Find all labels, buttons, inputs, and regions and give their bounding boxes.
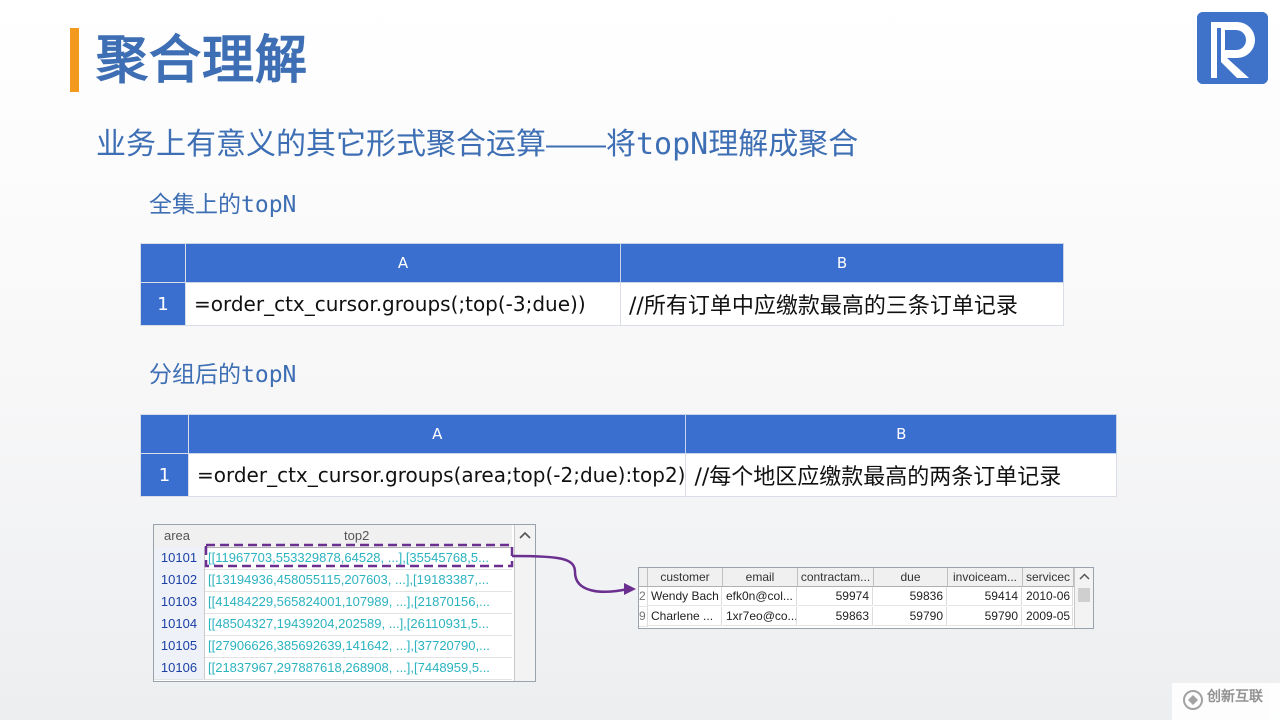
top2-cell[interactable]: [[27906626,385692639,141642, ...],[37720… xyxy=(208,638,490,653)
cell-a1[interactable]: =order_ctx_cursor.groups(area;top(-2;due… xyxy=(187,453,687,497)
row-index: 9 xyxy=(639,607,648,627)
area-cell[interactable]: 10104 xyxy=(154,613,205,635)
watermark: 创新互联 xyxy=(1172,683,1280,720)
vertical-scrollbar[interactable] xyxy=(1074,568,1094,628)
row-header-1[interactable]: 1 xyxy=(140,453,189,497)
section-label-whole-set: 全集上的topN xyxy=(149,188,296,221)
due-cell[interactable]: 59836 xyxy=(874,587,947,606)
expand-arrow xyxy=(511,554,629,593)
customer-cell[interactable]: Wendy Bach xyxy=(648,587,722,606)
scrollbar-thumb[interactable] xyxy=(1078,588,1090,602)
subtitle: 业务上有意义的其它形式聚合运算——将topN理解成聚合 xyxy=(96,122,858,168)
customer-cell[interactable]: Charlene ... xyxy=(648,607,722,626)
subtitle-code: topN xyxy=(636,127,709,162)
selection-dashed-box xyxy=(204,543,514,568)
cell-a1[interactable]: =order_ctx_cursor.groups(;top(-3;due)) xyxy=(185,282,621,326)
grid-corner xyxy=(140,414,189,454)
section-label-grouped: 分组后的topN xyxy=(149,358,296,391)
top2-cell[interactable]: [[11967703,553329878,64528, ...],[355457… xyxy=(208,550,489,565)
due-cell[interactable]: 59790 xyxy=(874,607,947,626)
section-label-prefix: 分组后的 xyxy=(149,361,241,387)
invoice-cell[interactable]: 59414 xyxy=(948,587,1022,606)
table-row[interactable]: 10106[[21837967,297887618,268908, ...],[… xyxy=(154,657,512,680)
table-row[interactable]: 10104[[48504327,19439204,202589, ...],[2… xyxy=(154,613,512,636)
table-row[interactable]: 10105[[27906626,385692639,141642, ...],[… xyxy=(154,635,512,658)
top2-cell[interactable]: [[13194936,458055115,207603, ...],[19183… xyxy=(208,572,489,587)
row-index-header xyxy=(639,568,648,587)
logo xyxy=(1197,12,1268,84)
result-table-header: area top2 xyxy=(154,525,512,548)
column-header-due[interactable]: due xyxy=(874,568,948,587)
column-header-top2[interactable]: top2 xyxy=(344,528,370,543)
area-cell[interactable]: 10103 xyxy=(154,591,205,613)
area-cell[interactable]: 10101 xyxy=(154,547,205,569)
column-header-contractamount[interactable]: contractam... xyxy=(798,568,874,587)
contract-cell[interactable]: 59974 xyxy=(798,587,873,606)
area-cell[interactable]: 10102 xyxy=(154,569,205,591)
column-header-invoiceamount[interactable]: invoiceam... xyxy=(948,568,1023,587)
column-header-area[interactable]: area xyxy=(164,528,191,543)
section-label-code: topN xyxy=(241,362,297,388)
top2-cell[interactable]: [[21837967,297887618,268908, ...],[74489… xyxy=(208,660,490,675)
section-label-prefix: 全集上的 xyxy=(149,191,241,217)
email-cell[interactable]: 1xr7eo@co... xyxy=(723,607,797,626)
column-header-customer[interactable]: customer xyxy=(648,568,723,587)
contract-cell[interactable]: 59863 xyxy=(798,607,873,626)
service-cell[interactable]: 2009-05 xyxy=(1023,607,1073,626)
spreadsheet-grid-1: A B 1 =order_ctx_cursor.groups(;top(-3;d… xyxy=(140,243,1064,326)
title-accent-bar xyxy=(70,28,79,92)
table-row[interactable]: 10102[[13194936,458055115,207603, ...],[… xyxy=(154,569,512,592)
scroll-up-icon[interactable] xyxy=(1075,568,1094,586)
spreadsheet-grid-2: A B 1 =order_ctx_cursor.groups(area;top(… xyxy=(140,414,1117,497)
scroll-up-icon[interactable] xyxy=(515,525,535,545)
grid-corner xyxy=(140,243,186,283)
invoice-cell[interactable]: 59790 xyxy=(948,607,1022,626)
vertical-scrollbar[interactable] xyxy=(514,525,535,681)
email-cell[interactable]: efk0n@col... xyxy=(723,587,797,606)
area-cell[interactable]: 10106 xyxy=(154,657,205,679)
result-table-detail: customer email contractam... due invoice… xyxy=(638,567,1094,629)
watermark-logo-icon xyxy=(1183,690,1203,710)
column-header-service[interactable]: servicec xyxy=(1023,568,1074,587)
section-label-code: topN xyxy=(241,192,297,218)
column-header-a[interactable]: A xyxy=(185,243,621,283)
cell-b1[interactable]: //所有订单中应缴款最高的三条订单记录 xyxy=(620,282,1064,326)
cell-b1[interactable]: //每个地区应缴款最高的两条订单记录 xyxy=(685,453,1117,497)
table-row[interactable]: 10103[[41484229,565824001,107989, ...],[… xyxy=(154,591,512,614)
column-header-email[interactable]: email xyxy=(723,568,798,587)
watermark-text: 创新互联 xyxy=(1207,688,1263,704)
service-cell[interactable]: 2010-06 xyxy=(1023,587,1073,606)
row-index: 2 xyxy=(639,587,648,607)
area-cell[interactable]: 10105 xyxy=(154,635,205,657)
subtitle-prefix: 业务上有意义的其它形式聚合运算——将 xyxy=(96,128,636,161)
column-header-a[interactable]: A xyxy=(187,414,687,454)
result-table-top2: area top2 10101[[11967703,553329878,6452… xyxy=(153,524,536,682)
column-header-b[interactable]: B xyxy=(620,243,1064,283)
top2-cell[interactable]: [[41484229,565824001,107989, ...],[21870… xyxy=(208,594,490,609)
logo-r-icon xyxy=(1197,12,1268,84)
subtitle-suffix: 理解成聚合 xyxy=(708,128,859,161)
page-title: 聚合理解 xyxy=(96,32,309,90)
arrow-head-icon xyxy=(624,583,636,595)
top2-cell[interactable]: [[48504327,19439204,202589, ...],[261109… xyxy=(208,616,489,631)
row-header-1[interactable]: 1 xyxy=(140,282,186,326)
table-row[interactable]: 10101[[11967703,553329878,64528, ...],[3… xyxy=(154,547,512,570)
